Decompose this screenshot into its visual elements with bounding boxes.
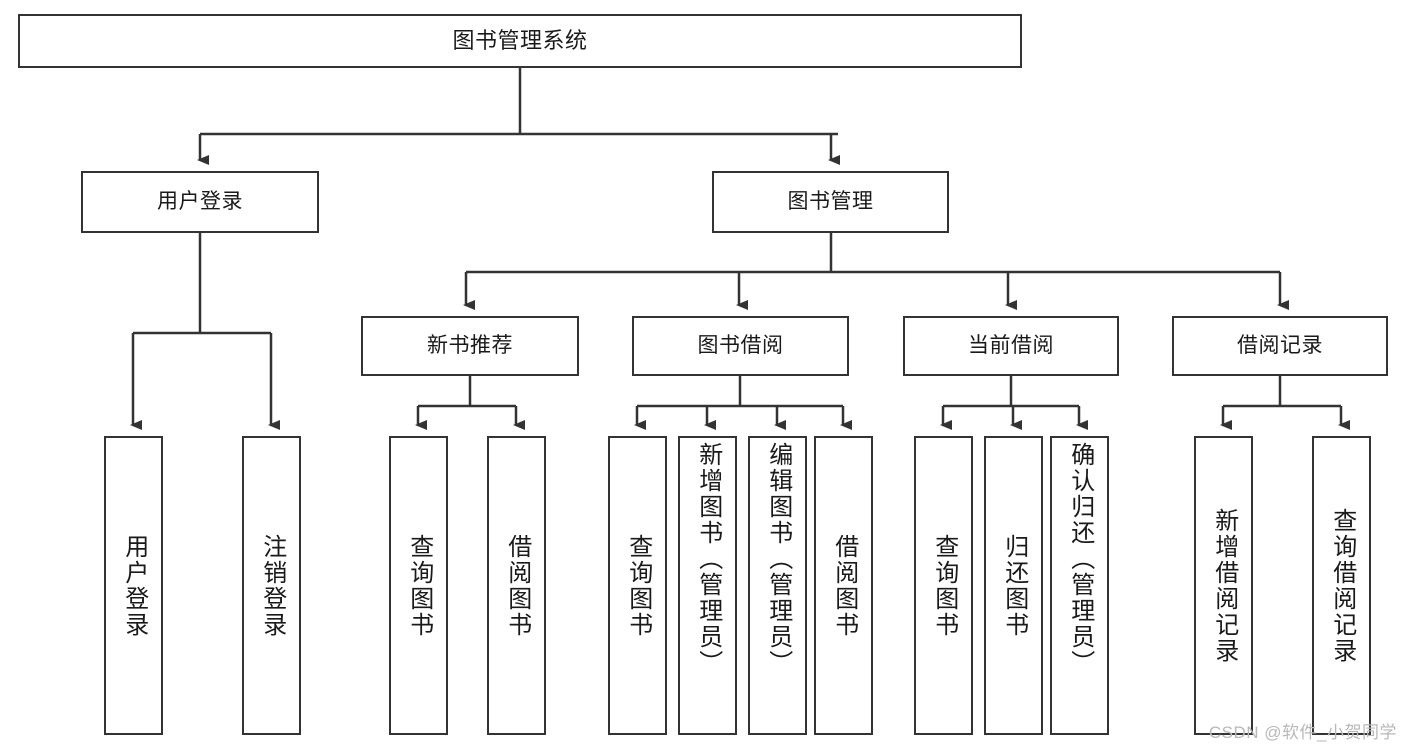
node-leaf-borrow-book-1-label: 借阅图书 xyxy=(503,533,531,638)
node-leaf-borrow-book-2[interactable]: 借阅图书 xyxy=(814,436,873,735)
node-borrow-record-label: 借阅记录 xyxy=(1237,333,1323,357)
node-leaf-confirm-return-admin-label: 确认归还（管理员） xyxy=(1066,442,1094,676)
node-user-login[interactable]: 用户登录 xyxy=(81,171,319,233)
node-book-manage[interactable]: 图书管理 xyxy=(712,171,949,233)
node-new-book-recommend-label: 新书推荐 xyxy=(427,333,513,357)
node-leaf-query-book-2-label: 查询图书 xyxy=(624,533,652,638)
node-root[interactable]: 图书管理系统 xyxy=(18,14,1022,68)
node-leaf-edit-book-admin-label: 编辑图书（管理员） xyxy=(764,442,792,676)
node-leaf-add-book-admin-label: 新增图书（管理员） xyxy=(694,442,722,676)
node-leaf-borrow-book-2-label: 借阅图书 xyxy=(830,533,858,638)
node-leaf-query-book-3-label: 查询图书 xyxy=(930,533,958,638)
node-leaf-edit-book-admin[interactable]: 编辑图书（管理员） xyxy=(748,436,807,735)
node-book-borrow[interactable]: 图书借阅 xyxy=(632,316,849,376)
node-current-borrow[interactable]: 当前借阅 xyxy=(903,316,1119,376)
node-leaf-query-borrow-record[interactable]: 查询借阅记录 xyxy=(1312,436,1371,735)
node-leaf-return-book[interactable]: 归还图书 xyxy=(984,436,1043,735)
node-leaf-logout-login[interactable]: 注销登录 xyxy=(242,436,301,735)
node-new-book-recommend[interactable]: 新书推荐 xyxy=(361,316,579,376)
node-book-borrow-label: 图书借阅 xyxy=(697,333,784,357)
node-leaf-confirm-return-admin[interactable]: 确认归还（管理员） xyxy=(1050,436,1109,735)
node-leaf-query-book-2[interactable]: 查询图书 xyxy=(608,436,667,735)
node-leaf-query-book-1[interactable]: 查询图书 xyxy=(389,436,448,735)
node-leaf-borrow-book-1[interactable]: 借阅图书 xyxy=(487,436,546,735)
node-leaf-query-book-3[interactable]: 查询图书 xyxy=(914,436,973,735)
node-leaf-add-borrow-record[interactable]: 新增借阅记录 xyxy=(1194,436,1253,735)
node-user-login-label: 用户登录 xyxy=(157,189,243,213)
node-leaf-query-book-1-label: 查询图书 xyxy=(405,533,433,638)
csdn-watermark: CSDN @软件_小贺同学 xyxy=(1208,723,1397,742)
node-leaf-user-login-label: 用户登录 xyxy=(120,533,148,638)
node-leaf-user-login[interactable]: 用户登录 xyxy=(104,436,163,735)
node-leaf-add-book-admin[interactable]: 新增图书（管理员） xyxy=(678,436,737,735)
node-root-label: 图书管理系统 xyxy=(452,28,588,54)
node-leaf-add-borrow-record-label: 新增借阅记录 xyxy=(1210,507,1238,664)
node-leaf-query-borrow-record-label: 查询借阅记录 xyxy=(1328,507,1356,664)
node-current-borrow-label: 当前借阅 xyxy=(968,333,1054,357)
node-leaf-logout-login-label: 注销登录 xyxy=(258,533,286,638)
node-book-manage-label: 图书管理 xyxy=(787,189,874,213)
node-leaf-return-book-label: 归还图书 xyxy=(1000,533,1028,638)
node-borrow-record[interactable]: 借阅记录 xyxy=(1172,316,1388,376)
